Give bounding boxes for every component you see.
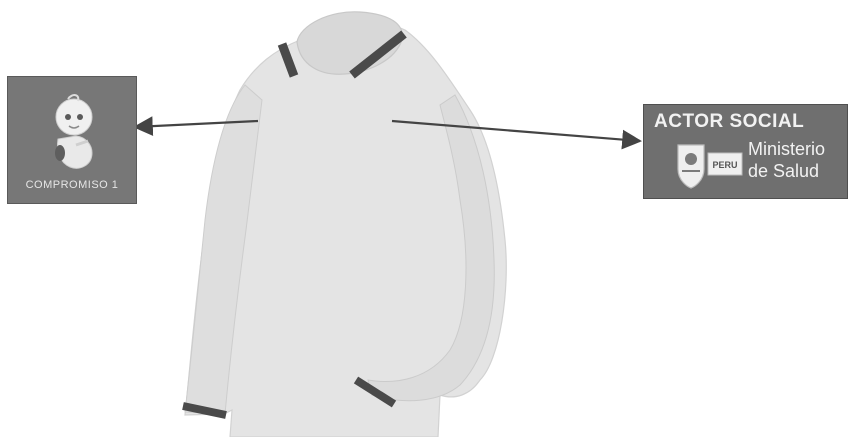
right-badge: ACTOR SOCIAL PERU Ministerio de Salud bbox=[643, 104, 848, 199]
right-badge-ministry-line1: Ministerio bbox=[748, 139, 825, 160]
left-badge: COMPROMISO 1 bbox=[7, 76, 137, 204]
right-badge-ministry-line2: de Salud bbox=[748, 161, 819, 182]
emblem-label: PERU bbox=[712, 160, 737, 170]
left-badge-caption: COMPROMISO 1 bbox=[8, 179, 136, 191]
baby-mascot-icon bbox=[46, 91, 102, 175]
right-badge-title: ACTOR SOCIAL bbox=[654, 111, 804, 133]
national-emblem-icon: PERU bbox=[674, 141, 744, 191]
